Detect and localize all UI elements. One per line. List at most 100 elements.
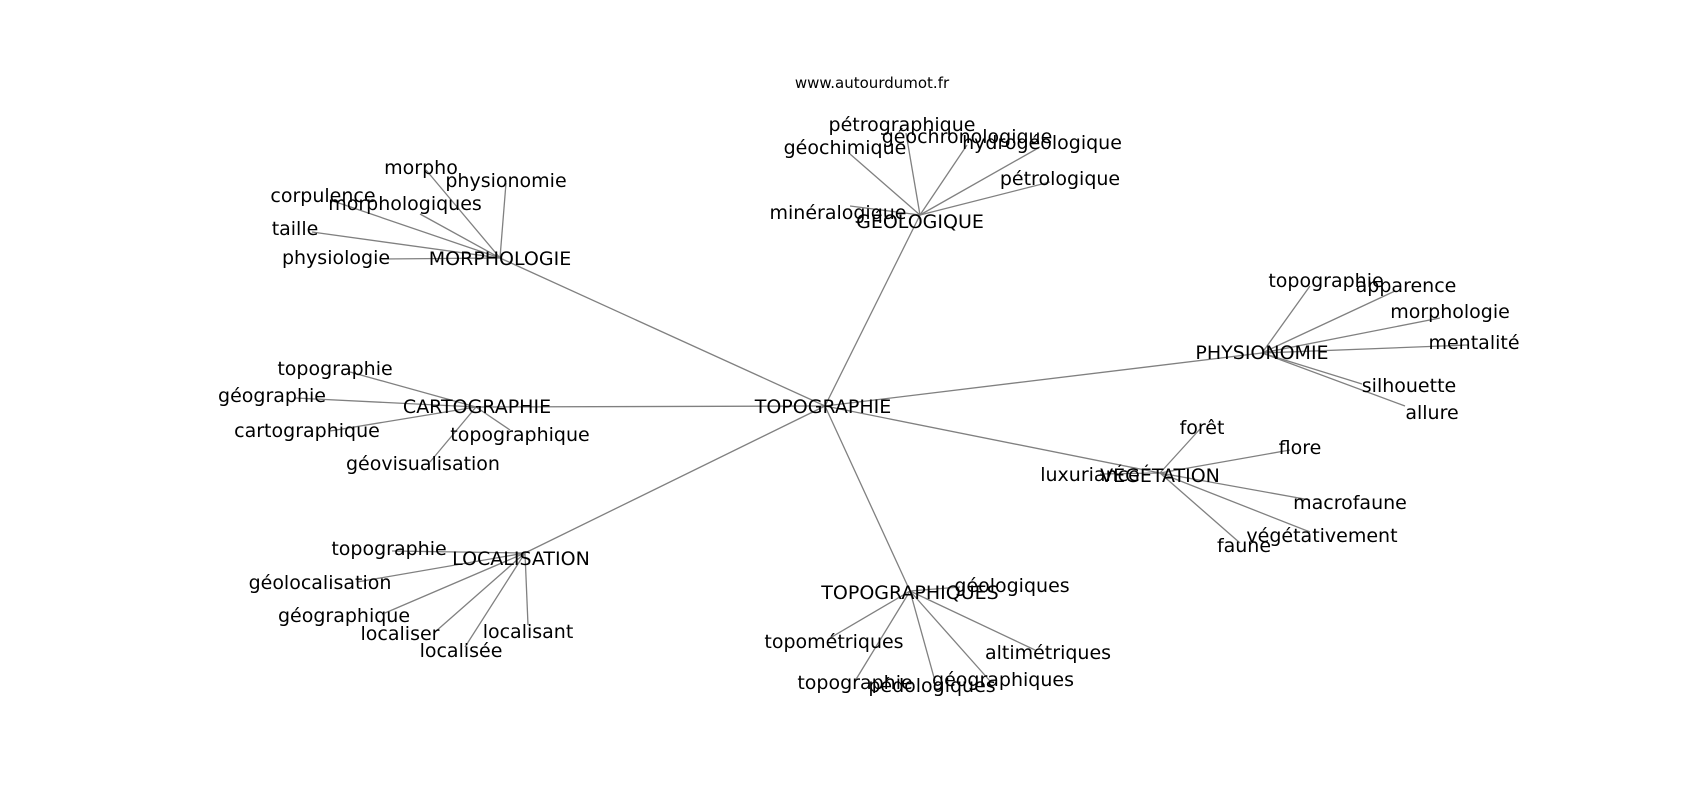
leaf-node-label: macrofaune <box>1293 492 1407 514</box>
leaf-edge <box>356 552 526 583</box>
leaf-node-label: taille <box>272 218 319 240</box>
cluster-node-label: TOPOGRAPHIQUES <box>820 582 998 604</box>
center-edge <box>475 405 826 408</box>
leaf-edge <box>849 205 921 216</box>
center-edge <box>524 405 826 554</box>
cluster-node-label: VÉGÉTATION <box>1100 464 1220 487</box>
leaf-node-label: faune <box>1217 535 1271 557</box>
leaf-edge <box>499 182 507 259</box>
leaf-node-label: physionomie <box>445 170 566 192</box>
leaf-edge <box>909 590 991 682</box>
leaf-node-label: géographique <box>278 605 410 627</box>
leaf-edge <box>909 590 936 682</box>
leaf-node-label: topographie <box>797 672 912 694</box>
leaf-edge <box>1159 449 1291 474</box>
leaf-node-label: géochronologique <box>882 126 1053 148</box>
leaf-node-label: cartographique <box>234 420 380 442</box>
leaf-node-label: corpulence <box>270 185 375 207</box>
leaf-edge <box>381 257 501 260</box>
cluster-node-label: LOCALISATION <box>452 548 590 570</box>
leaf-edge <box>909 586 961 592</box>
leaf-edge <box>349 371 477 408</box>
leaf-node-label: localiser <box>361 623 440 645</box>
center-edge <box>824 405 911 592</box>
leaf-node-label: topographie <box>331 538 446 560</box>
leaf-edge <box>1261 352 1406 407</box>
leaf-edge <box>1159 472 1241 544</box>
leaf-node-label: pétrologique <box>1000 168 1120 190</box>
leaf-node-label: topographie <box>1268 270 1383 292</box>
leaf-edge <box>329 199 501 259</box>
center-edge <box>824 405 1161 474</box>
leaf-node-label: minéralogique <box>769 202 906 224</box>
leaf-node-label: silhouette <box>1362 375 1456 397</box>
leaf-node-label: forêt <box>1180 417 1225 439</box>
leaf-node-label: morphologiques <box>328 193 482 215</box>
leaf-edge <box>1261 285 1311 354</box>
leaf-edge <box>429 406 477 463</box>
leaf-edge <box>854 590 911 682</box>
leaf-edge <box>1261 344 1469 354</box>
cluster-node-label: MORPHOLOGIE <box>429 248 571 270</box>
leaf-node-label: luxuriance <box>1040 464 1140 486</box>
leaf-edge <box>919 181 1051 216</box>
center-edge <box>499 257 826 407</box>
leaf-node-label: géologiques <box>954 575 1069 597</box>
leaf-edge <box>1159 428 1201 474</box>
leaf-node-label: géographie <box>218 385 326 407</box>
leaf-node-label: végétativement <box>1246 525 1397 547</box>
cluster-node-label: CARTOGRAPHIE <box>403 396 551 418</box>
leaf-node-label: pédologiques <box>868 675 995 697</box>
leaf-edge <box>829 590 911 639</box>
cluster-node-label: GÉOLOGIQUE <box>856 210 984 233</box>
leaf-node-label: géolocalisation <box>249 572 392 594</box>
leaf-edge <box>849 153 921 216</box>
leaf-node-label: flore <box>1279 437 1322 459</box>
leaf-node-label: mentalité <box>1428 332 1519 354</box>
leaf-node-label: allure <box>1405 402 1458 424</box>
leaf-node-label: morpho <box>384 157 458 179</box>
source-url: www.autourdumot.fr <box>795 74 950 92</box>
leaf-node-label: géovisualisation <box>346 453 500 475</box>
leaf-edge <box>311 231 501 259</box>
center-edge <box>824 352 1263 407</box>
leaf-edge <box>1261 317 1441 354</box>
leaf-edge <box>475 406 511 431</box>
leaf-node-label: localisant <box>483 621 574 643</box>
leaf-edge <box>919 144 968 216</box>
leaf-edge <box>294 397 477 408</box>
leaf-edge <box>419 213 501 259</box>
leaf-edge <box>909 590 1036 651</box>
leaf-node-label: topographique <box>450 424 589 446</box>
leaf-edge <box>1261 352 1363 385</box>
leaf-node-label: physiologie <box>282 247 390 269</box>
leaf-node-label: morphologie <box>1390 301 1510 323</box>
leaf-node-label: topométriques <box>764 631 903 653</box>
leaf-node-label: topographie <box>277 358 392 380</box>
leaf-edge <box>905 132 921 216</box>
leaf-node-label: hydrogéologique <box>962 132 1122 154</box>
leaf-edge <box>524 552 529 626</box>
leaf-node-label: pétrographique <box>829 114 976 136</box>
leaf-edge <box>434 552 526 633</box>
leaf-node-label: localisée <box>420 640 503 662</box>
leaf-edge <box>464 552 526 648</box>
leaf-node-label: apparence <box>1356 275 1457 297</box>
leaf-edge <box>1159 472 1311 501</box>
leaf-node-label: géographiques <box>932 669 1074 691</box>
leaf-edge <box>384 552 526 614</box>
leaf-edge <box>329 406 477 432</box>
edges <box>294 132 1469 682</box>
leaf-edge <box>919 146 1041 216</box>
leaf-node-label: altimétriques <box>985 642 1111 664</box>
center-edge <box>824 214 921 407</box>
center-node-label: TOPOGRAPHIE <box>754 396 891 418</box>
leaf-edge <box>391 550 526 554</box>
leaf-edge <box>1159 472 1311 533</box>
leaf-edge <box>1099 472 1161 475</box>
leaf-edge <box>1261 290 1396 354</box>
cluster-node-label: PHYSIONOMIE <box>1195 342 1328 364</box>
leaf-edge <box>425 169 501 259</box>
